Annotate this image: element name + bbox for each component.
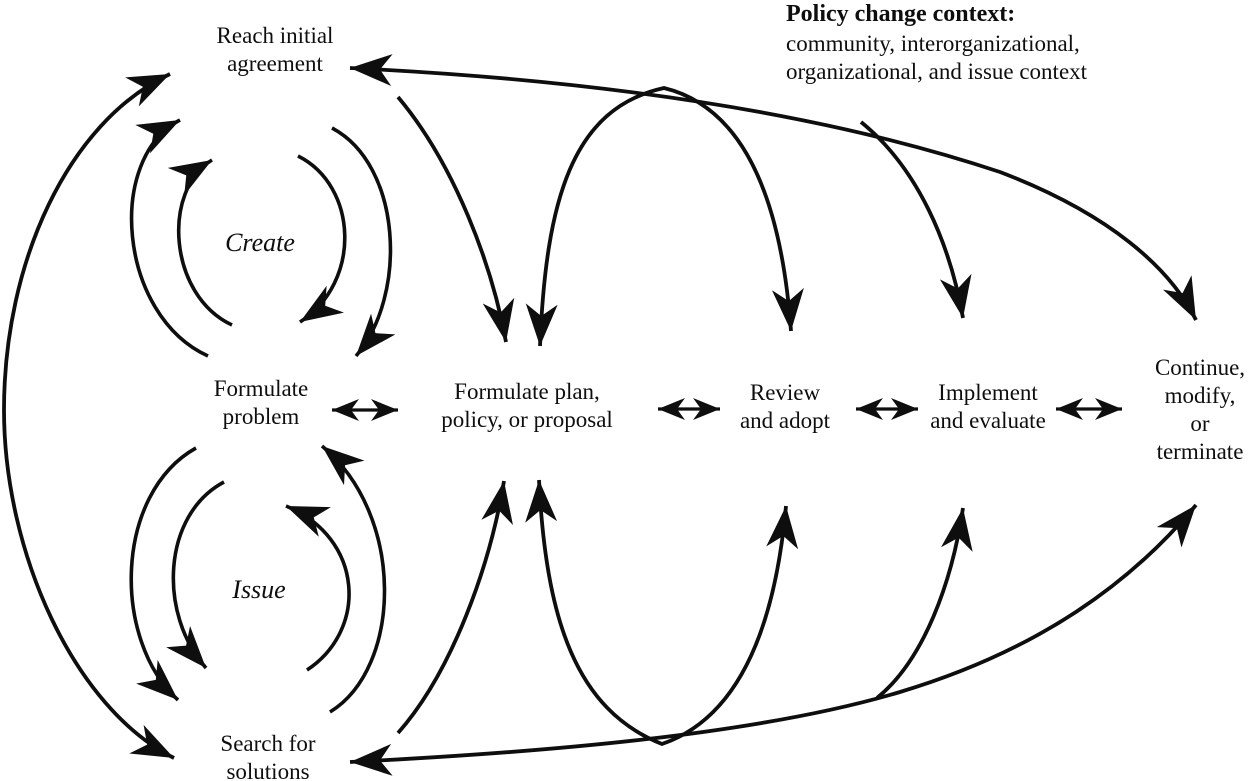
node-formulate-problem: Formulate problem	[213, 375, 309, 429]
edge-issue-loop-outer-left	[129, 446, 197, 702]
policy-change-context-block: Policy change context: community, intero…	[786, 0, 1186, 87]
node-create-loop-label: Create	[225, 228, 295, 258]
node-formulate-plan: Formulate plan, policy, or proposal	[441, 378, 613, 432]
edge-bottom-u-curve	[525, 479, 799, 747]
edge-bottom-branch-implement	[875, 507, 973, 700]
edge-top-long-curve	[349, 54, 1198, 321]
node-continue-modify-terminate: Continue, modify, or terminate	[1154, 354, 1246, 465]
context-body: community, interorganizational, organiza…	[786, 30, 1088, 85]
context-heading: Policy change context:	[786, 1, 1016, 27]
edge-create-loop-inner-right	[297, 154, 347, 324]
edge-solutions-to-plan	[396, 480, 513, 735]
edge-issue-loop-inner-right	[285, 504, 351, 672]
edge-far-left-curve	[2, 72, 175, 760]
edge-top-branch-implement	[859, 120, 972, 319]
node-review-and-adopt: Review and adopt	[739, 379, 831, 433]
node-reach-initial-agreement: Reach initial agreement	[216, 22, 334, 76]
edge-bottom-long-curve	[349, 503, 1198, 776]
edge-issue-loop-inner-left	[166, 480, 225, 670]
edge-create-loop-outer-right	[331, 126, 396, 358]
node-implement-and-evaluate: Implement and evaluate	[930, 379, 1046, 433]
edge-agreement-to-plan	[396, 95, 515, 343]
edge-top-arch	[525, 86, 804, 347]
node-issue-loop-label: Issue	[232, 575, 286, 605]
edge-issue-loop-outer-right	[320, 444, 387, 714]
edge-create-loop-inner-left	[167, 158, 233, 327]
node-search-for-solutions: Search for solutions	[220, 730, 316, 781]
edge-create-loop-outer-left	[129, 118, 209, 358]
